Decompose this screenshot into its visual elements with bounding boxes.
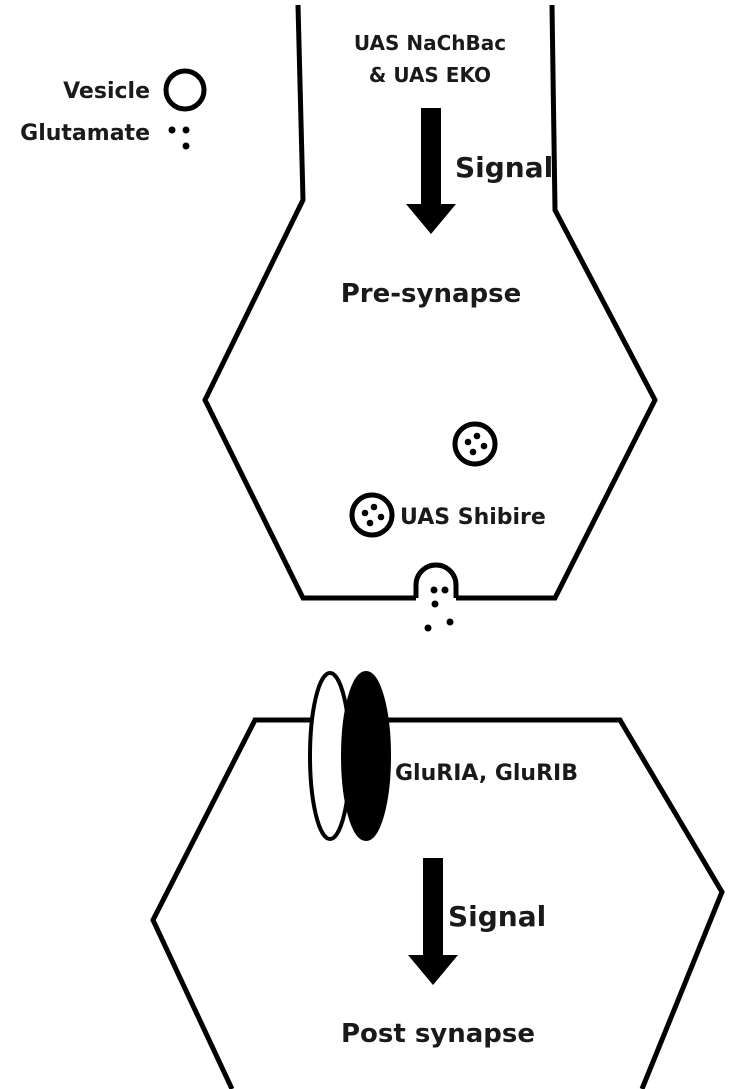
glutamate-dots bbox=[361, 503, 385, 527]
legend-vesicle-label: Vesicle bbox=[63, 79, 150, 104]
driver-label-line1: UAS NaChBac bbox=[354, 31, 506, 55]
driver-label-line2: & UAS EKO bbox=[369, 63, 491, 87]
receptor-glurib bbox=[341, 671, 391, 841]
post-signal-arrow-icon bbox=[408, 858, 458, 985]
vesicle-2 bbox=[349, 492, 395, 538]
post-signal-label: Signal bbox=[448, 900, 546, 933]
post-synapse-right-wall bbox=[380, 717, 725, 1089]
post-synapse-left-wall bbox=[150, 717, 312, 1089]
fusing-vesicle bbox=[413, 562, 459, 598]
vesicle-1 bbox=[452, 421, 498, 467]
legend-glutamate-label: Glutamate bbox=[20, 121, 150, 146]
pre-synapse-label: Pre-synapse bbox=[341, 279, 522, 309]
glutamate-dots bbox=[464, 432, 488, 456]
pre-signal-label: Signal bbox=[455, 151, 553, 184]
pre-synapse-right-wall bbox=[456, 4, 658, 601]
shibire-label: UAS Shibire bbox=[400, 505, 546, 530]
legend-glutamate-icon bbox=[168, 126, 190, 150]
legend-vesicle-icon bbox=[163, 68, 207, 112]
post-synapse-label: Post synapse bbox=[341, 1019, 535, 1049]
pre-synapse-outline bbox=[202, 4, 658, 601]
released-glutamate bbox=[424, 586, 454, 632]
pre-synapse-left-wall bbox=[202, 4, 416, 601]
receptors-label: GluRIA, GluRIB bbox=[395, 761, 578, 786]
post-synapse-outline bbox=[150, 717, 725, 1089]
pre-signal-arrow-icon bbox=[406, 108, 456, 234]
